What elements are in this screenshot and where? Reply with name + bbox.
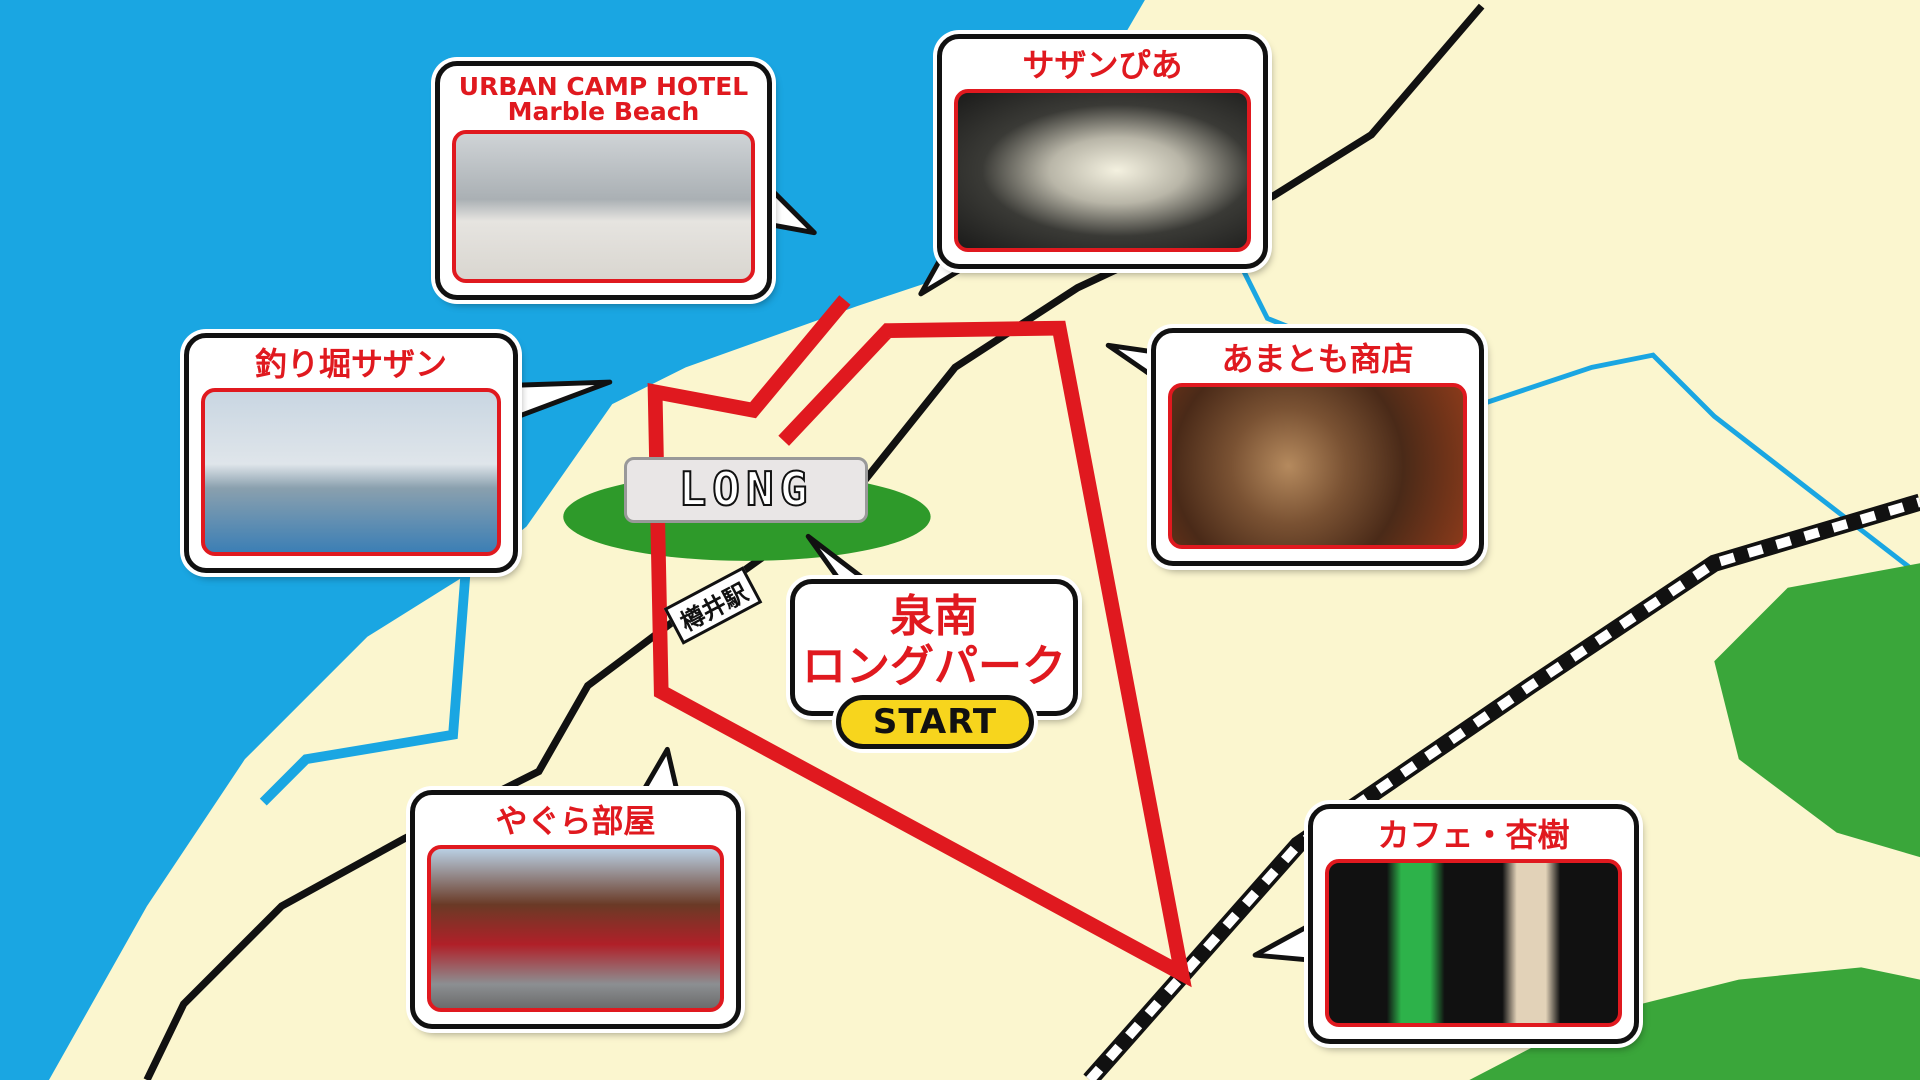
spot-title: サザンぴあ bbox=[1022, 46, 1183, 84]
spot-southern-pier[interactable]: サザンぴあ bbox=[937, 34, 1268, 269]
spot-photo bbox=[201, 388, 501, 556]
spot-photo bbox=[1168, 383, 1467, 549]
forest bbox=[1714, 563, 1920, 858]
river bbox=[1240, 268, 1920, 578]
forest bbox=[1469, 967, 1920, 1080]
spot-title: カフェ・杏樹 bbox=[1377, 816, 1570, 854]
spot-title: 釣り堀サザン bbox=[254, 345, 447, 383]
route bbox=[647, 295, 1192, 988]
spot-cafe-anju[interactable]: カフェ・杏樹 bbox=[1308, 804, 1639, 1044]
long-park-logo: LONG bbox=[624, 457, 868, 523]
spot-subtitle: Marble Beach bbox=[507, 97, 700, 126]
spot-photo bbox=[954, 89, 1251, 252]
spot-amatomo-shop[interactable]: あまとも商店 bbox=[1151, 328, 1484, 566]
start-badge: START bbox=[836, 695, 1034, 749]
spot-yagura-room[interactable]: やぐら部屋 bbox=[410, 790, 741, 1029]
start-title-line1: 泉南 bbox=[890, 591, 978, 642]
river bbox=[259, 575, 471, 806]
spot-photo bbox=[1325, 859, 1622, 1027]
spot-fishing-pond[interactable]: 釣り堀サザン bbox=[184, 333, 518, 573]
spot-photo bbox=[452, 130, 755, 283]
spot-photo bbox=[427, 845, 724, 1012]
spot-urban-camp-hotel[interactable]: URBAN CAMP HOTEL Marble Beach bbox=[435, 61, 772, 300]
spot-title: あまとも商店 bbox=[1221, 340, 1414, 378]
railway bbox=[1086, 497, 1920, 1080]
sea bbox=[0, 0, 1145, 1080]
start-title-line2: ロングパーク bbox=[802, 641, 1066, 692]
spot-title: URBAN CAMP HOTEL bbox=[458, 72, 749, 101]
spot-title: やぐら部屋 bbox=[495, 802, 656, 840]
